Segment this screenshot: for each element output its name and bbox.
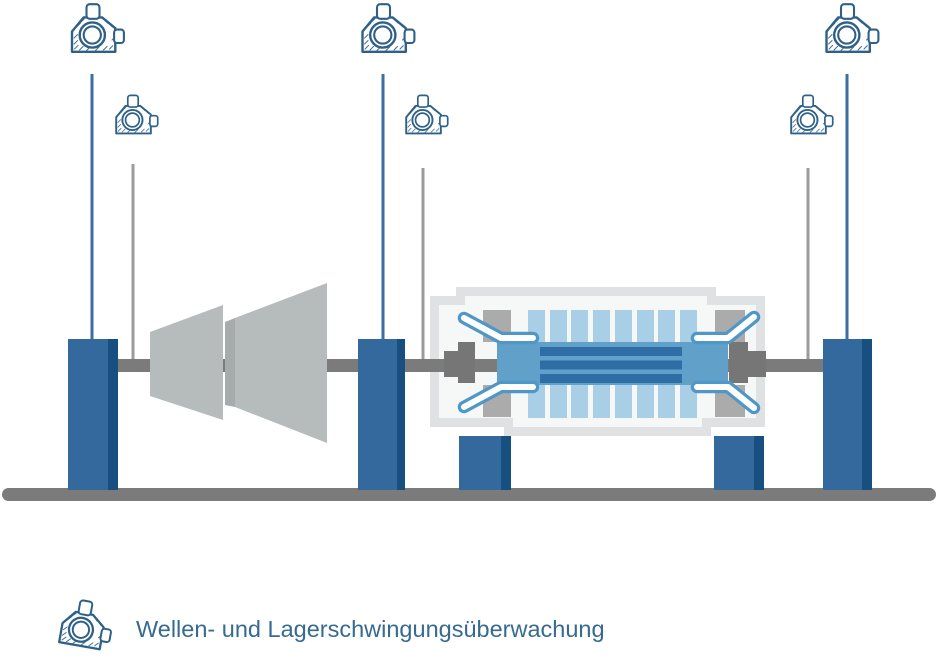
turbine-stage-large: [235, 283, 327, 443]
legend-label: Wellen- und Lagerschwingungsüberwachung: [136, 616, 605, 642]
turbine-coupling-strip: [225, 318, 235, 407]
rotor-stripe: [540, 374, 682, 383]
legend-vibration-sensor-icon: [58, 596, 117, 652]
vibration-sensor-icon-bearing-left: [70, 2, 126, 54]
bearing-pedestal-left: [68, 339, 118, 490]
end-winding-top-right: [690, 310, 761, 345]
end-winding-top-left: [457, 311, 540, 345]
coupling-left-disc: [458, 342, 475, 383]
bearing-pedestal-middle: [358, 339, 405, 490]
vibration-sensor-icon-bearing-right: [825, 2, 880, 54]
bearing-pedestal-right: [823, 339, 872, 490]
generator-foot-right: [714, 436, 764, 490]
baseplate: [2, 488, 936, 501]
vibration-sensor-icon-bearing-middle: [361, 2, 416, 54]
coupling-left-step: [444, 351, 458, 377]
turbine: [150, 283, 327, 443]
rotor-stripe: [540, 347, 682, 356]
coupling-right-step: [748, 351, 766, 377]
rotor-stripe: [540, 360, 682, 370]
generator: [405, 287, 823, 490]
turbine-stage-small: [150, 305, 223, 420]
vibration-sensor-icon-shaft-right: [790, 94, 834, 135]
vibration-sensor-icon-shaft-middle: [405, 94, 449, 135]
vibration-sensor-icon-shaft-left: [115, 94, 159, 135]
end-winding-bottom-left: [457, 380, 540, 414]
end-winding-bottom-right: [690, 380, 761, 415]
generator-foot-left: [459, 436, 511, 490]
coupling-right-disc: [729, 342, 748, 383]
